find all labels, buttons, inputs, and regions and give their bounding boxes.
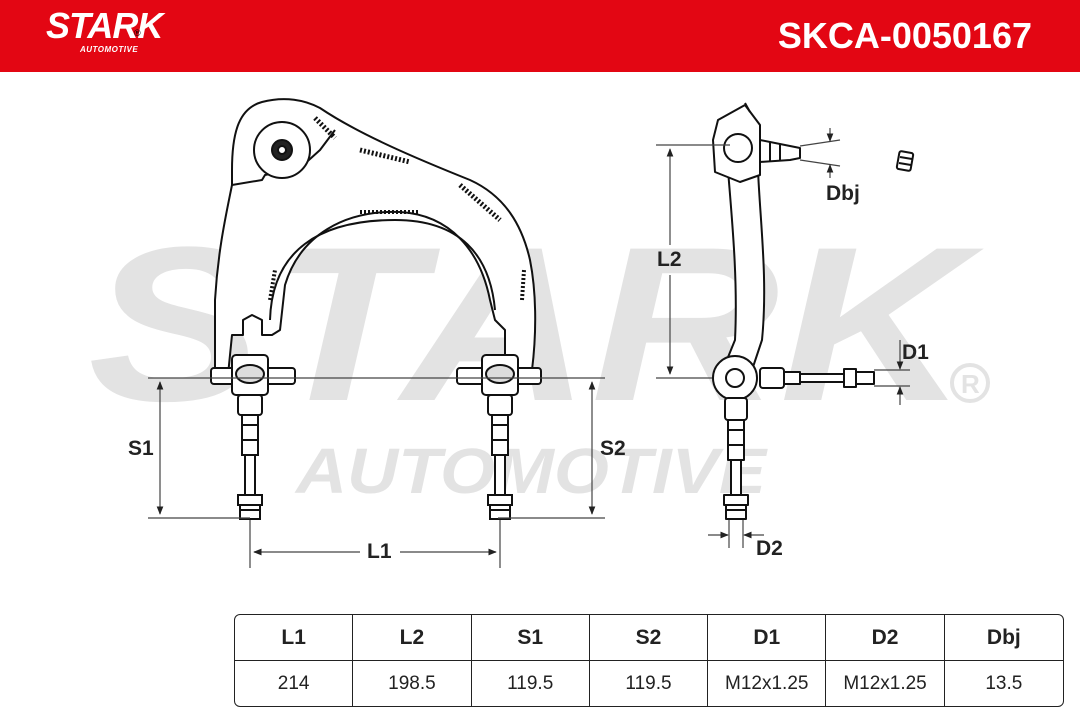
spec-value-cell: 214 <box>235 661 354 706</box>
spec-value-cell: 119.5 <box>590 661 709 706</box>
spec-header-cell: S1 <box>471 615 590 661</box>
control-arm-side-view <box>712 102 875 520</box>
label-d2: D2 <box>756 537 783 560</box>
spec-header-cell: S2 <box>589 615 709 661</box>
registered-mark: ® <box>134 28 141 38</box>
spec-value-row: 214 198.5 119.5 119.5 M12x1.25 M12x1.25 … <box>235 661 1063 706</box>
spec-header-cell: L2 <box>353 615 472 661</box>
spec-header-cell: D2 <box>826 615 945 661</box>
header-bar: STARK ® AUTOMOTIVE SKCA-0050167 <box>0 0 1080 72</box>
side-dimensions <box>656 128 910 548</box>
label-d1: D1 <box>902 341 929 364</box>
spec-header-cell: D1 <box>708 615 827 661</box>
nut-detail <box>895 150 915 172</box>
spec-value-cell: 198.5 <box>353 661 472 706</box>
control-arm-front-view <box>214 98 537 376</box>
label-s2: S2 <box>600 437 626 460</box>
label-l1: L1 <box>367 540 392 563</box>
part-number: SKCA-0050167 <box>777 15 1032 56</box>
label-dbj: Dbj <box>826 182 860 205</box>
right-bushing <box>456 354 542 520</box>
left-bushing <box>210 354 296 520</box>
spec-header-cell: L1 <box>235 615 354 661</box>
front-dimensions <box>148 377 605 568</box>
spec-value-cell: M12x1.25 <box>826 661 945 706</box>
brand-logo: STARK <box>46 5 163 46</box>
spec-value-cell: 119.5 <box>472 661 590 706</box>
brand-logo-subtitle: AUTOMOTIVE <box>80 45 139 54</box>
label-s1: S1 <box>128 437 154 460</box>
spec-header-row: L1 L2 S1 S2 D1 D2 Dbj <box>235 615 1063 661</box>
technical-drawing <box>148 98 915 568</box>
spec-value-cell: M12x1.25 <box>708 661 827 706</box>
label-l2: L2 <box>657 248 682 271</box>
spec-table: L1 L2 S1 S2 D1 D2 Dbj 214 198.5 119.5 11… <box>234 614 1064 707</box>
spec-header-cell: Dbj <box>944 615 1063 661</box>
spec-value-cell: 13.5 <box>985 672 1023 694</box>
